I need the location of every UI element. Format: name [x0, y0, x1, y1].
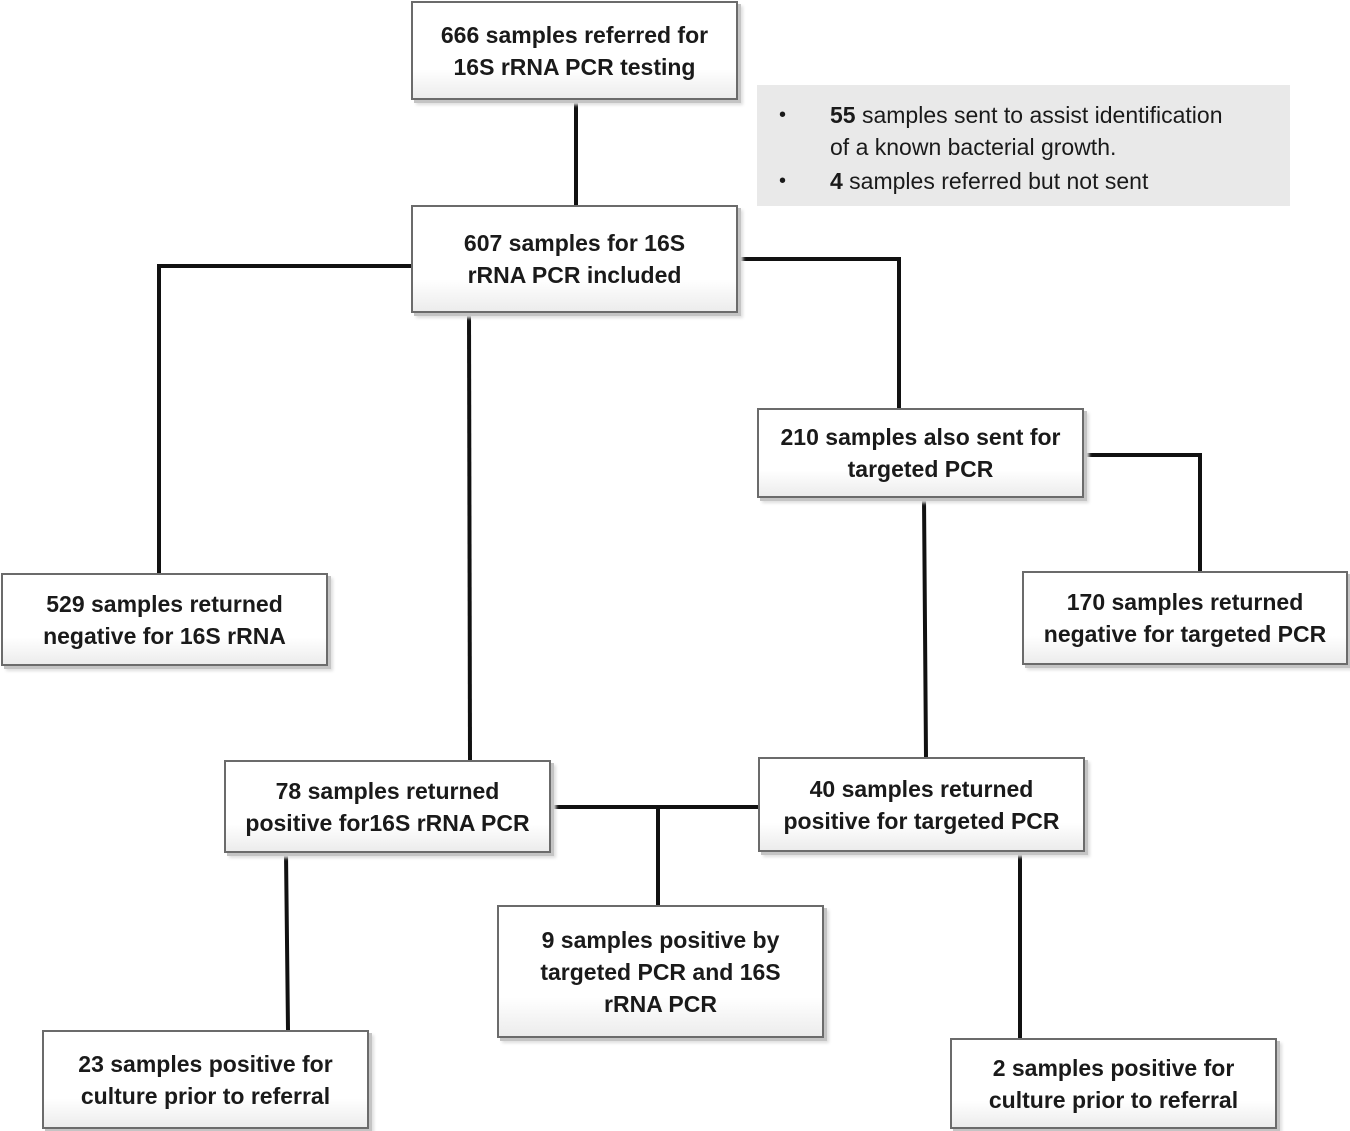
node-positive-16s: 78 samples returned positive for16S rRNA…: [224, 760, 551, 853]
node-targeted-sent: 210 samples also sent for targeted PCR: [757, 408, 1084, 498]
node-culture-targeted: 2 samples positive for culture prior to …: [950, 1038, 1277, 1129]
node-text: rRNA PCR included: [467, 262, 682, 288]
exclusion-count: 55: [830, 102, 856, 128]
connector-included-negative-16s: [157, 264, 413, 575]
connector-included-positive-16s: [466, 310, 473, 763]
node-text: 9 samples positive by: [541, 926, 780, 953]
node-text: culture prior to referral: [80, 1082, 331, 1109]
node-negative-targeted: 170 samples returned negative for target…: [1022, 571, 1348, 665]
exclusion-item: • 55 samples sent to assist identificati…: [779, 99, 1270, 163]
node-culture-16s: 23 samples positive for culture prior to…: [42, 1030, 369, 1129]
node-text: 2 samples positive for: [992, 1054, 1235, 1081]
connector-targeted-negative: [1082, 453, 1202, 573]
node-text: positive for16S rRNA PCR: [245, 809, 530, 836]
exclusion-note: • 55 samples sent to assist identificati…: [757, 85, 1290, 206]
exclusion-count: 4: [830, 168, 843, 194]
node-text: culture prior to referral: [988, 1086, 1239, 1113]
node-text: 210 samples also sent for: [780, 424, 1061, 450]
node-text: 666 samples referred for: [440, 21, 709, 48]
connector-targeted-positive-targeted: [921, 495, 929, 760]
exclusion-text: of a known bacterial growth.: [830, 134, 1117, 160]
node-text: targeted PCR: [847, 456, 994, 482]
connector-included-targeted: [736, 257, 901, 410]
node-positive-both: 9 samples positive by targeted PCR and 1…: [497, 905, 824, 1038]
node-included: 607 samples for 16S rRNA PCR included: [411, 205, 738, 313]
node-negative-16s: 529 samples returned negative for 16S rR…: [1, 573, 328, 666]
bullet-icon: •: [779, 170, 787, 192]
exclusion-text: samples referred but not sent: [842, 168, 1149, 194]
node-text: 23 samples positive for: [78, 1050, 333, 1077]
node-referred: 666 samples referred for 16S rRNA PCR te…: [411, 1, 738, 100]
node-text: 529 samples returned: [46, 590, 283, 617]
bullet-icon: •: [779, 104, 787, 126]
node-text: 607 samples for 16S: [463, 230, 686, 256]
node-text: negative for 16S rRNA: [43, 622, 286, 649]
node-text: 16S rRNA PCR testing: [453, 53, 696, 80]
node-text: targeted PCR and 16S: [540, 958, 781, 985]
node-text: rRNA PCR: [604, 990, 717, 1017]
exclusion-item: • 4 samples referred but not sent: [779, 165, 1270, 197]
connector-positive16s-culture: [283, 850, 291, 1033]
node-text: 78 samples returned: [275, 777, 500, 804]
node-positive-targeted: 40 samples returned positive for targete…: [758, 757, 1085, 852]
exclusion-text: samples sent to assist identification: [855, 102, 1223, 128]
node-text: 170 samples returned: [1066, 589, 1304, 615]
node-text: negative for targeted PCR: [1043, 621, 1327, 647]
node-text: positive for targeted PCR: [783, 807, 1060, 834]
node-text: 40 samples returned: [809, 775, 1034, 802]
